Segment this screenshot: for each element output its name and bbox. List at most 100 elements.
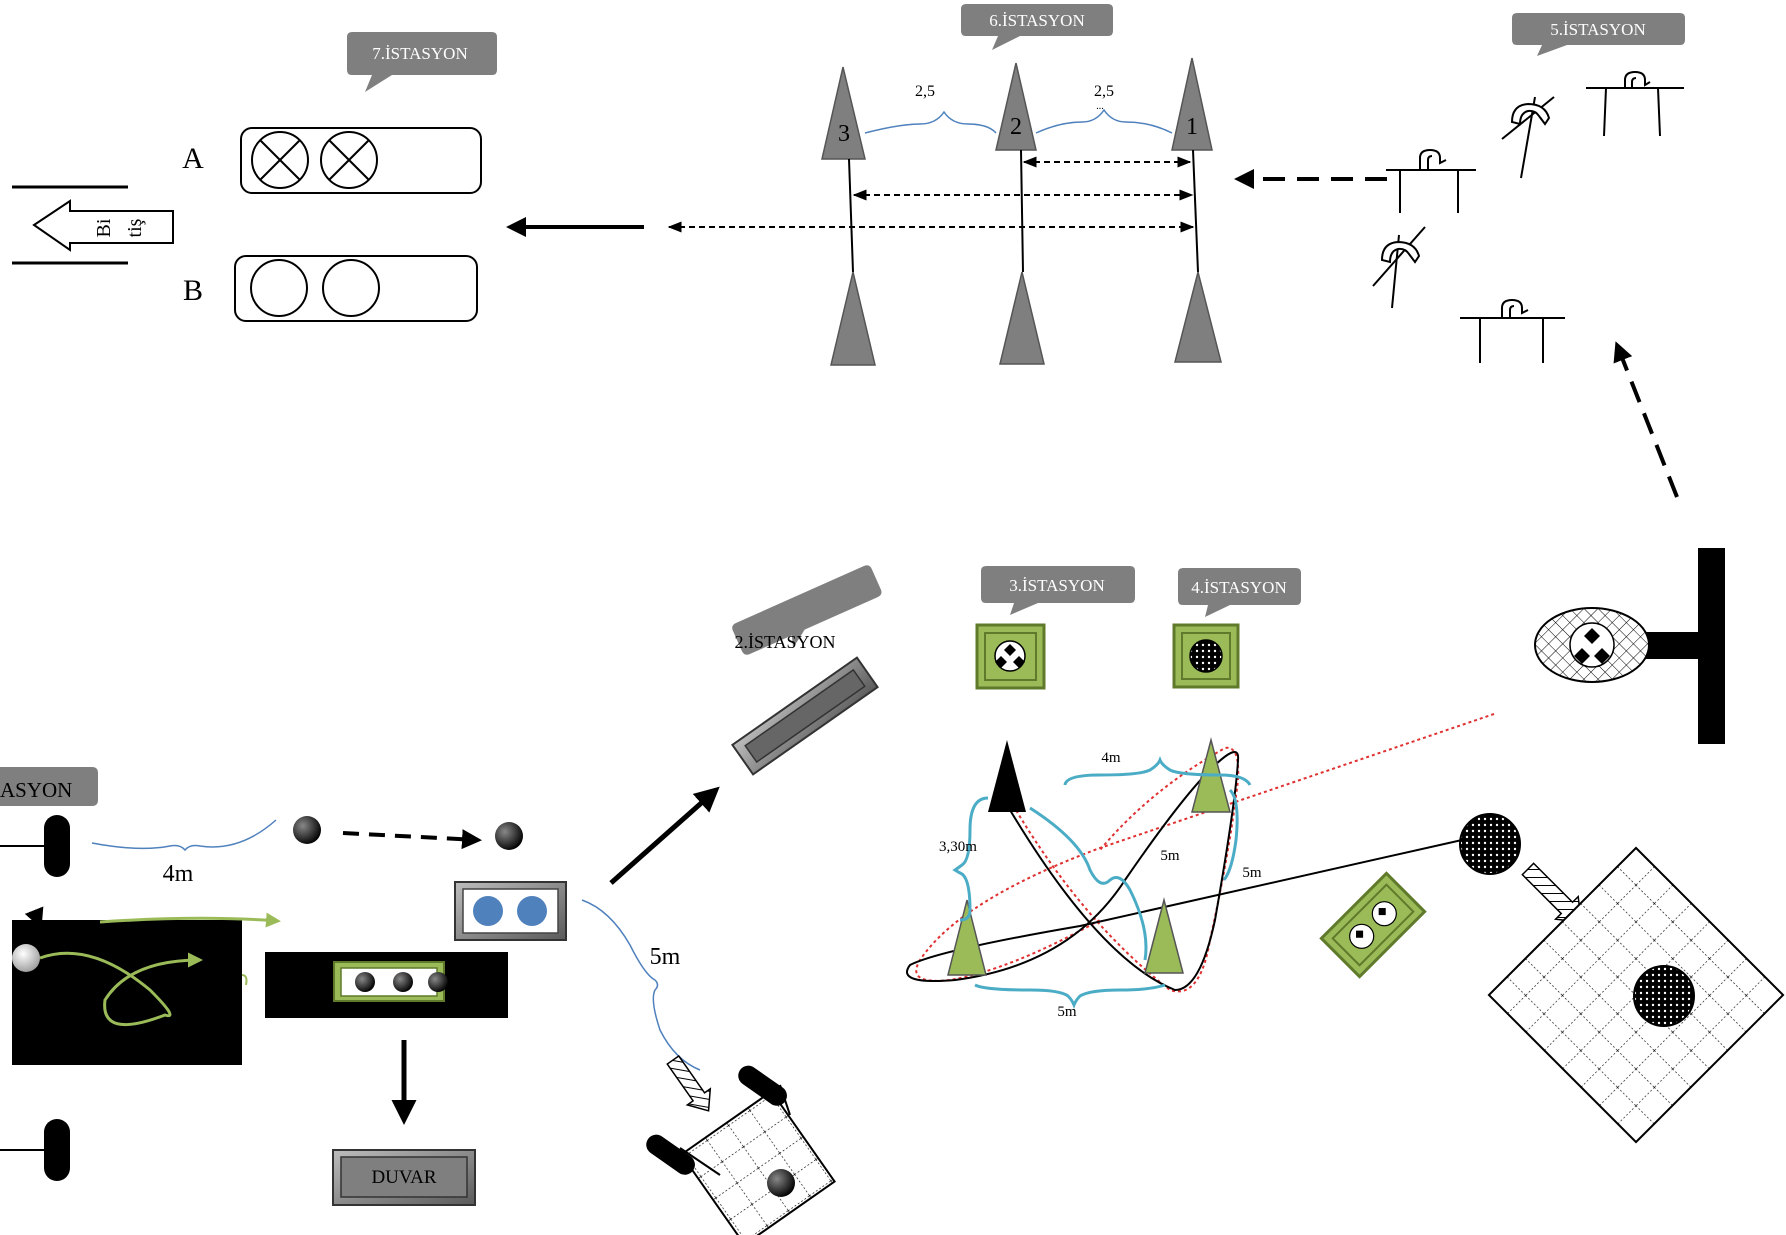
hurdle-1 — [1386, 148, 1476, 213]
station-3-callout: 3.İSTASYON — [981, 566, 1135, 615]
drill-bottom-distance: 5m — [1057, 1004, 1077, 1020]
striped-arrow-left — [666, 1054, 712, 1112]
cone-2-label: 2 — [1010, 114, 1022, 140]
brace-5m — [581, 899, 701, 1071]
station-1-callout: ASYON — [0, 767, 98, 806]
rack-ball-1 — [355, 972, 375, 992]
to-station-5-arrow — [1613, 341, 1679, 498]
gap-dots-label: ... — [1096, 101, 1104, 112]
lane-a-label: A — [182, 142, 204, 175]
ball-rack — [333, 961, 448, 1002]
drill-diagonal-distance: 5m — [1160, 848, 1180, 864]
lane-b-label: B — [183, 274, 203, 307]
drill-right-distance: 5m — [1242, 865, 1262, 881]
lane-b-circle-2 — [322, 259, 380, 317]
station-6: 6.İSTASYON 3 2 1 2,5 2,5 ... — [667, 4, 1387, 366]
goal-target — [1534, 548, 1725, 744]
mini-goal — [646, 1065, 836, 1235]
mini-goal-ball — [767, 1169, 795, 1197]
station-4-callout: 4.İSTASYON — [1178, 568, 1301, 617]
cone-green-bottom-left — [947, 899, 987, 976]
rack-ball-2 — [393, 972, 413, 992]
cone-green-bottom-right — [1144, 897, 1184, 974]
station-4: 4.İSTASYON — [1172, 568, 1301, 689]
cone-2-top — [995, 62, 1037, 151]
cone-2-bottom — [999, 271, 1045, 365]
rack-ball-3 — [428, 972, 448, 992]
station-3: 3.İSTASYON — [975, 566, 1135, 690]
lane-a-cross-1 — [251, 131, 309, 189]
station-3-ball-mat — [975, 623, 1046, 690]
cone-black — [988, 740, 1026, 812]
pole-1 — [1192, 149, 1199, 273]
station-1: ASYON 4m DUVAR — [0, 767, 523, 1206]
brace-4m — [91, 819, 277, 852]
wall-label: DUVAR — [371, 1167, 436, 1188]
wall-box: DUVAR — [332, 1149, 476, 1206]
brace-right — [1222, 788, 1239, 881]
finish-gate: Bi tiş — [12, 185, 174, 265]
station-4-ball-mat — [1172, 623, 1240, 689]
lane-b-circle-1 — [250, 259, 308, 317]
hurdle-4 — [1372, 226, 1426, 309]
station-5-label: 5.İSTASYON — [1550, 20, 1645, 39]
drill-left-distance: 3,30m — [939, 839, 977, 855]
dotted-ball-icon — [1189, 639, 1223, 673]
goal-arm — [1645, 632, 1701, 659]
brace-top — [1063, 755, 1252, 786]
drill-top-distance: 4m — [1101, 750, 1121, 766]
pole-3 — [848, 158, 854, 273]
brace-3-2 — [864, 110, 997, 134]
brace-diagonal — [1029, 806, 1148, 961]
station-2: 2.İSTASYON 5m — [454, 565, 882, 1235]
station-6-callout: 6.İSTASYON — [961, 4, 1113, 50]
blue-ball-2 — [517, 896, 547, 926]
brace-2-1 — [1035, 108, 1173, 134]
cone-1-label: 1 — [1186, 114, 1198, 140]
station-4-label: 4.İSTASYON — [1191, 578, 1286, 597]
station-7: 7.İSTASYON Bi tiş A B — [12, 32, 644, 322]
ball-start — [293, 816, 321, 844]
station-1-distance: 4m — [163, 861, 194, 887]
station-2-bench — [731, 656, 879, 776]
hurdle-5 — [1460, 298, 1565, 363]
ball-end — [495, 822, 523, 850]
green-ball-mat — [1319, 871, 1427, 979]
goal-ball-icon — [1569, 622, 1615, 668]
station-6-label: 6.İSTASYON — [989, 11, 1084, 30]
station-5: 5.İSTASYON — [1372, 13, 1685, 498]
hurdle-3 — [1586, 70, 1684, 137]
finish-arrow — [32, 199, 174, 252]
cone-3-top — [821, 66, 866, 160]
cone-drill: 4m 3,30m 5m 5m 5m — [906, 713, 1495, 1020]
goal-post — [1698, 548, 1725, 744]
to-station-2-arrow — [609, 786, 720, 885]
cone-1-top — [1171, 57, 1213, 151]
shot-path-red — [915, 713, 1495, 982]
cone-3-bottom — [830, 271, 876, 366]
start-post-bottom — [44, 1119, 70, 1181]
dribble-area — [12, 920, 242, 1065]
finish-label-1: Bi — [93, 218, 115, 237]
dotted-ball-start — [1459, 813, 1521, 875]
station-3-label: 3.İSTASYON — [1009, 576, 1104, 595]
station-7-callout: 7.İSTASYON — [347, 32, 497, 92]
brace-left — [952, 796, 989, 922]
station-5-callout: 5.İSTASYON — [1512, 13, 1685, 56]
blue-ball-1 — [473, 896, 503, 926]
green-arrow-top — [99, 912, 281, 928]
goal-post-right — [738, 1065, 787, 1106]
cone-3-label: 3 — [838, 121, 850, 147]
white-ball — [12, 944, 40, 972]
station-2-callout — [732, 565, 882, 655]
dotted-ball-target — [1633, 965, 1695, 1027]
lane-a-cross-2 — [320, 131, 378, 189]
hurdle-2 — [1501, 96, 1555, 179]
gap-2-1-label: 2,5 — [1094, 83, 1114, 100]
gap-3-2-label: 2,5 — [915, 83, 935, 100]
dribble-path-green — [39, 951, 203, 1027]
brace-bottom — [974, 983, 1166, 1010]
pass-arrow — [342, 829, 482, 850]
station-1-label: ASYON — [0, 778, 72, 802]
